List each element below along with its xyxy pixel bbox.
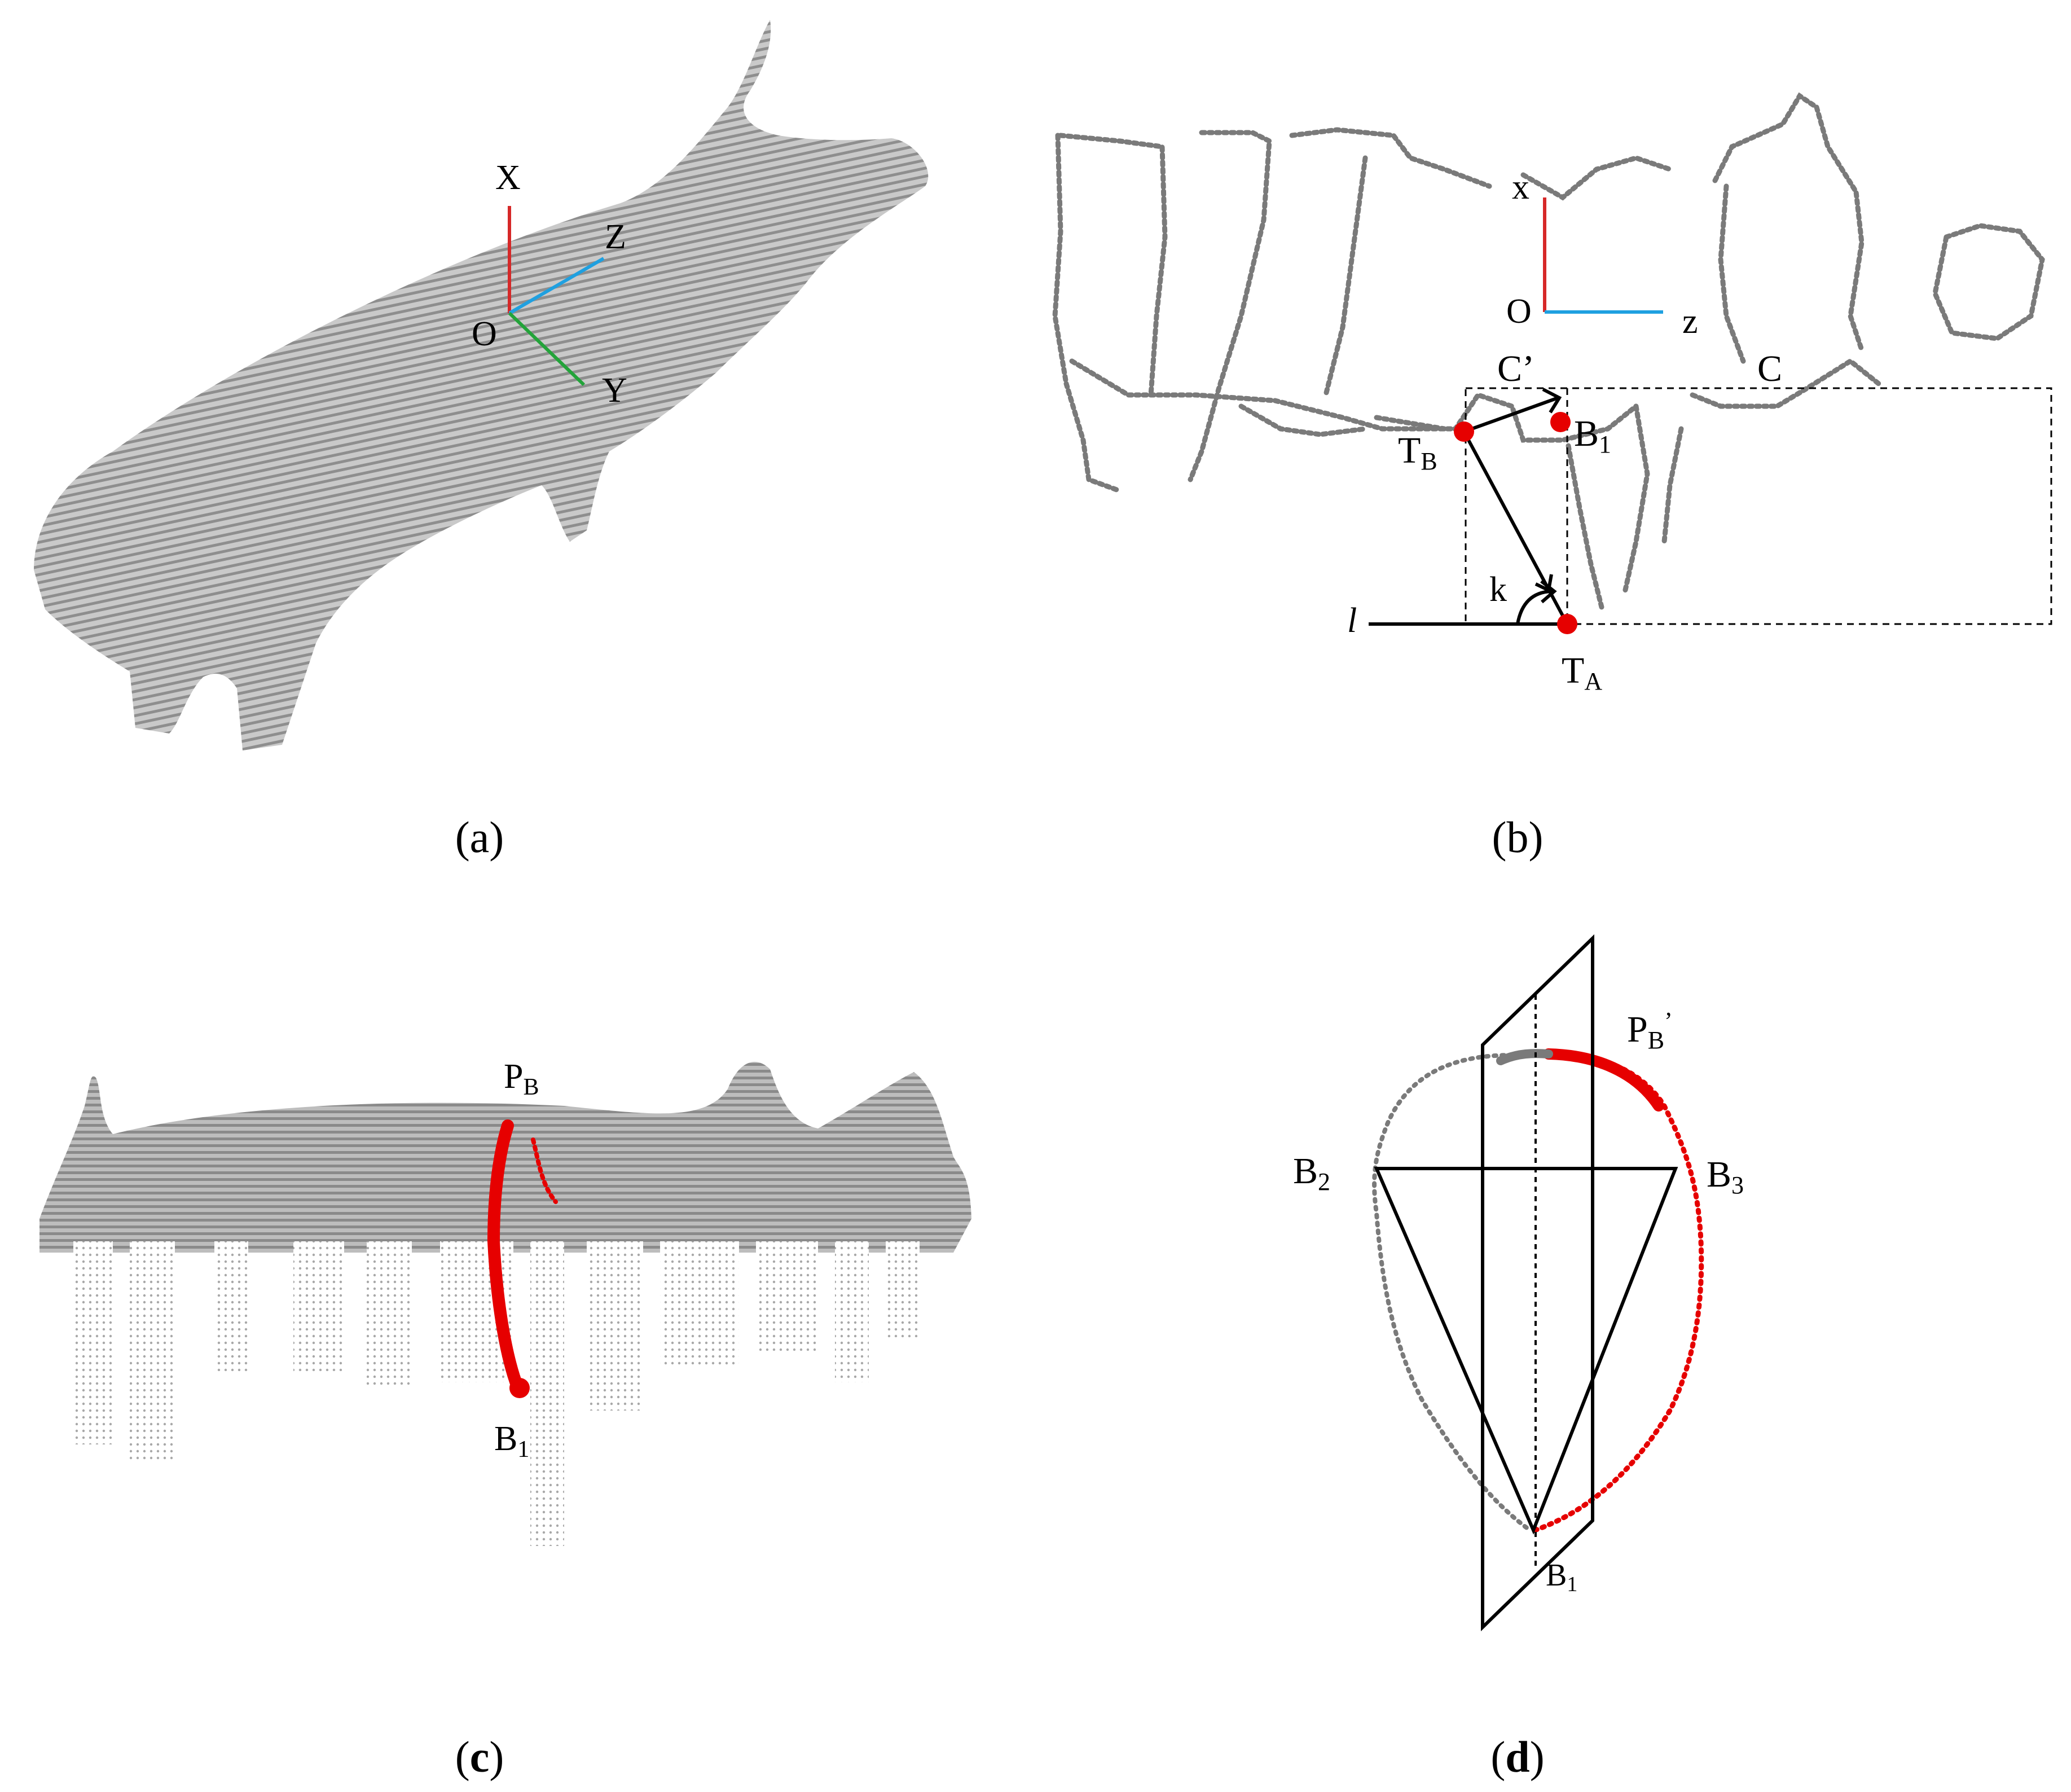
angle-arc-k xyxy=(1516,590,1552,625)
label-b1-c: B1 xyxy=(494,1420,529,1462)
axis-label-y: Y xyxy=(602,371,627,410)
cross-section-red xyxy=(1520,1051,1704,1535)
axis-label-x: X xyxy=(495,159,521,197)
caption-c: (c) xyxy=(455,1732,504,1781)
point-tb xyxy=(1454,421,1474,442)
label-c: C xyxy=(1757,348,1782,389)
panel-a: X Z Y O (a) xyxy=(34,20,929,862)
panel-d: PB’ B2 B3 B1 (d) xyxy=(1293,934,1744,1781)
cross-section-grey-top xyxy=(1496,1049,1553,1065)
label-b2-d: B2 xyxy=(1293,1150,1330,1196)
axis-label-origin: O xyxy=(472,315,497,353)
label-l: l xyxy=(1347,601,1357,640)
pig-legs-cloud xyxy=(73,1241,920,1546)
vector-tb-c xyxy=(1463,396,1559,433)
label-b1-b: B1 xyxy=(1574,413,1611,458)
girth-line-red-secondary xyxy=(531,1137,558,1204)
caption-a: (a) xyxy=(455,812,504,862)
label-pb-c: PB xyxy=(504,1057,539,1100)
panel-b: x z O l k TA TB B1 C’ C (b) xyxy=(1052,92,2052,862)
arrowhead-tb-c xyxy=(1542,388,1562,414)
box-c xyxy=(1465,387,2052,625)
label-tb: TB xyxy=(1398,430,1437,475)
girth-line-red xyxy=(487,1119,524,1394)
point-b1-c xyxy=(509,1378,530,1398)
cross-section-red-top xyxy=(1543,1048,1664,1112)
axis-label-origin-2d: O xyxy=(1506,292,1532,331)
label-c-prime: C’ xyxy=(1497,348,1534,389)
axis-label-x-2d: x xyxy=(1512,168,1529,207)
angle-arc-k-head xyxy=(1540,579,1557,604)
caption-d: (d) xyxy=(1490,1732,1544,1781)
y-axis-3d xyxy=(508,311,586,386)
point-ta xyxy=(1557,614,1577,634)
axis-label-z: Z xyxy=(605,218,626,256)
panel-c: PB B1 (c) xyxy=(39,1057,971,1781)
label-k: k xyxy=(1489,570,1507,609)
cutting-plane xyxy=(1481,934,1594,1632)
triangle-b1-b2-b3 xyxy=(1374,1167,1678,1535)
label-ta: TA xyxy=(1562,650,1602,695)
caption-b: (b) xyxy=(1492,812,1544,862)
axis-label-z-2d: z xyxy=(1682,302,1698,341)
point-b1 xyxy=(1550,412,1571,432)
label-b3-d: B3 xyxy=(1707,1154,1744,1199)
pig-cloud-3d xyxy=(34,20,929,750)
z-axis-3d xyxy=(508,257,605,315)
pig-outline-cloud xyxy=(1052,92,2045,612)
label-b1-d: B1 xyxy=(1546,1558,1577,1596)
label-pb-prime-d: PB’ xyxy=(1627,1007,1673,1054)
cross-section-grey xyxy=(1372,1053,1532,1532)
